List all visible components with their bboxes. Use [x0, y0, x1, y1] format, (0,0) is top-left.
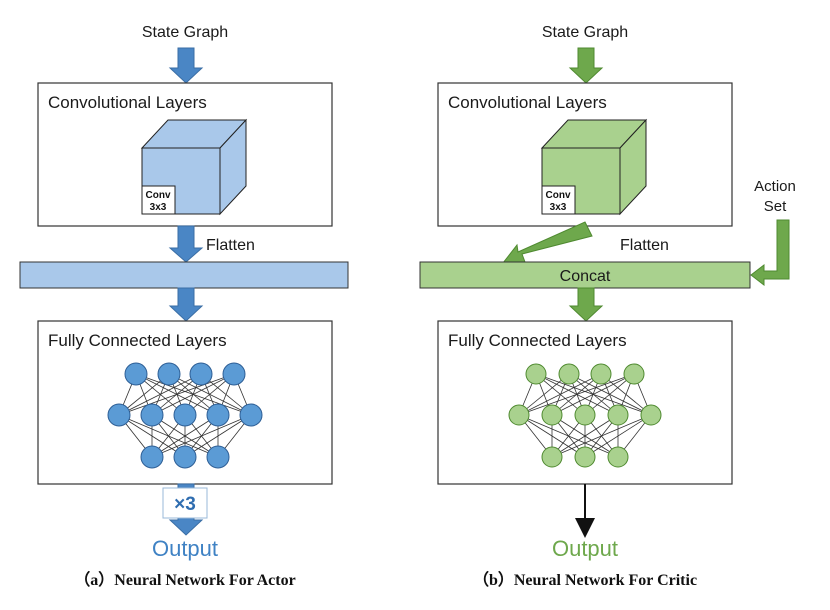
critic-fc-network — [508, 363, 662, 468]
critic-fc-node-layer2 — [640, 404, 662, 426]
critic-input-arrow — [568, 47, 604, 84]
actor-fc-node-layer1 — [157, 362, 181, 386]
critic-fc-edge — [518, 373, 570, 416]
actor-fc-edge — [118, 373, 235, 416]
critic-fc-node-layer1 — [623, 363, 645, 385]
critic-fc-edge — [551, 414, 619, 458]
actor-fc-edge — [151, 373, 235, 416]
critic-fc-nodes — [508, 363, 662, 468]
critic-fc-edge — [551, 414, 652, 458]
critic-flatten-arrow — [501, 221, 593, 264]
critic-conv-title: Convolutional Layers — [448, 93, 607, 112]
critic-fc-node-layer3 — [541, 446, 563, 468]
actor-input-arrow — [168, 47, 204, 84]
actor-fc-node-layer2 — [140, 403, 164, 427]
critic-fc-title: Fully Connected Layers — [448, 331, 627, 350]
actor-repeat-badge — [162, 487, 208, 519]
critic-action-arrow — [750, 219, 790, 287]
actor-flatten-label: Flatten — [206, 237, 255, 254]
actor-fc-node-layer3 — [173, 445, 197, 469]
actor-fc-node-layer1 — [189, 362, 213, 386]
actor-flatten-arrow — [168, 225, 204, 263]
actor-input-label: State Graph — [142, 24, 228, 41]
actor-fc-node-layer2 — [206, 403, 230, 427]
critic-fc-node-layer3 — [574, 446, 596, 468]
critic-output-label: Output — [552, 536, 618, 561]
critic-input-label: State Graph — [542, 24, 628, 41]
actor-caption: （a）Neural Network For Actor — [74, 571, 295, 589]
actor-fc-node-layer1 — [222, 362, 246, 386]
actor-fc-edge — [151, 414, 252, 458]
critic-fc-node-layer2 — [574, 404, 596, 426]
actor-fc-input-arrow — [168, 287, 204, 322]
actor-repeat-label: ×3 — [174, 494, 196, 515]
actor-fc-node-layer2 — [107, 403, 131, 427]
critic-caption: （b）Neural Network For Critic — [473, 571, 697, 589]
critic-fc-node-layer2 — [541, 404, 563, 426]
actor-conv-kernel-label: Conv — [146, 190, 171, 201]
critic-fc-edge — [518, 373, 635, 416]
critic-fc-node-layer2 — [607, 404, 629, 426]
actor-fc-node-layer1 — [124, 362, 148, 386]
actor-fc-network — [107, 362, 263, 469]
actor-fc-edge — [118, 373, 202, 416]
critic-flatten-label: Flatten — [620, 237, 669, 254]
actor-fc-node-layer3 — [140, 445, 164, 469]
actor-conv-cube: Conv 3x3 — [140, 118, 248, 216]
critic-network: State Graph Convolutional Layers Conv 3x… — [419, 24, 796, 589]
critic-fc-node-layer3 — [607, 446, 629, 468]
critic-fc-node-layer1 — [525, 363, 547, 385]
critic-fc-edge — [551, 373, 635, 416]
actor-conv-kernel-size: 3x3 — [150, 202, 167, 213]
critic-fc-input-arrow — [568, 287, 604, 322]
critic-action-set-label-line1: Action — [754, 178, 796, 195]
actor-output-label: Output — [152, 536, 218, 561]
actor-network: State Graph Convolutional Layers Conv 3x… — [19, 24, 349, 589]
actor-fc-edge — [151, 414, 219, 458]
actor-fc-title: Fully Connected Layers — [48, 331, 227, 350]
critic-conv-kernel-size: 3x3 — [550, 202, 567, 213]
actor-fc-nodes — [107, 362, 263, 469]
actor-fc-node-layer3 — [206, 445, 230, 469]
critic-action-set-label-line2: Set — [764, 198, 787, 215]
critic-fc-edge — [584, 414, 652, 458]
actor-conv-title: Convolutional Layers — [48, 93, 207, 112]
critic-conv-kernel-label: Conv — [546, 190, 571, 201]
critic-conv-cube: Conv 3x3 — [540, 118, 648, 216]
critic-fc-edge — [584, 373, 635, 416]
actor-fc-edge — [184, 414, 252, 458]
critic-concat-label: Concat — [560, 268, 611, 285]
actor-fc-node-layer2 — [173, 403, 197, 427]
critic-fc-node-layer1 — [590, 363, 612, 385]
critic-fc-node-layer1 — [558, 363, 580, 385]
critic-fc-node-layer2 — [508, 404, 530, 426]
actor-fc-node-layer2 — [239, 403, 263, 427]
critic-fc-edge — [518, 373, 602, 416]
actor-flatten-bar — [19, 261, 349, 289]
